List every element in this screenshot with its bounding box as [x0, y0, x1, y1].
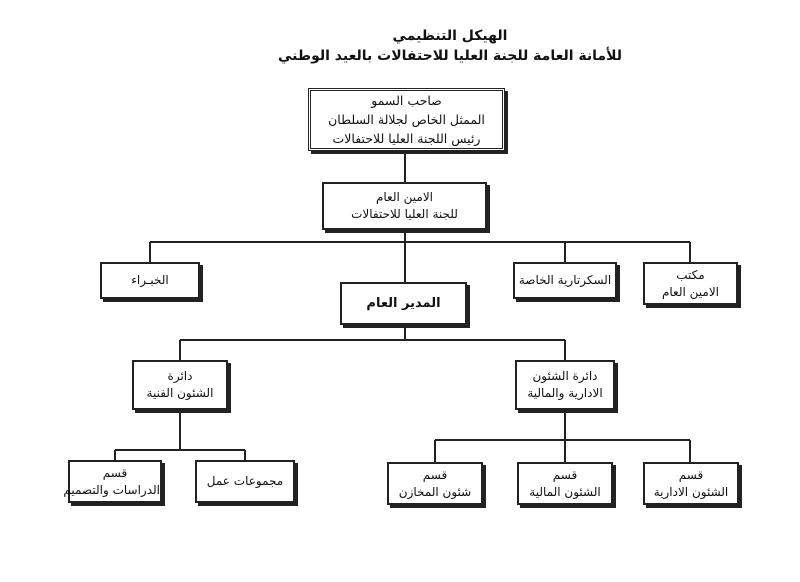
- node-technical-affairs-line2: الشئون الفنية: [146, 386, 214, 400]
- node-finance-line2: الشئون المالية: [529, 484, 601, 499]
- node-patron-line2: الممثل الخاص لجلالة السلطان: [328, 112, 485, 127]
- node-admin-finance-line2: الادارية والمالية: [527, 386, 603, 400]
- node-administrative-line2: الشئون الادارية: [653, 484, 729, 499]
- node-technical-affairs: دائرة الشئون الفنية: [132, 360, 228, 410]
- node-private-secretariat: السكرتارية الخاصة: [513, 262, 617, 299]
- node-experts-line1: الخبـراء: [131, 273, 169, 287]
- node-admin-finance: دائرة الشئون الادارية والمالية: [515, 360, 615, 410]
- chart-subtitle: للأمانة العامة للجنة العليا للاحتفالات ب…: [278, 48, 622, 64]
- node-finance-line1: قسم: [552, 467, 578, 482]
- node-studies-design-line2: الدراسات والتصميم: [63, 482, 160, 497]
- node-admin-finance-line1: دائرة الشئون: [532, 369, 598, 383]
- node-finance: قسم الشئون المالية: [517, 462, 613, 505]
- node-administrative: قسم الشئون الادارية: [643, 462, 739, 505]
- node-stores-line1: قسم: [422, 467, 448, 482]
- node-studies-design: قسم الدراسات والتصميم: [63, 460, 162, 503]
- node-sg-office-line2: الامين العام: [661, 284, 720, 299]
- node-patron: صاحب السمو الممثل الخاص لجلالة السلطان ر…: [308, 88, 505, 151]
- node-administrative-line1: قسم: [678, 467, 704, 482]
- node-studies-design-line1: قسم: [102, 465, 128, 480]
- node-stores: قسم شئون المخازن: [387, 462, 483, 505]
- node-director-general-line1: المدير العام: [366, 296, 441, 311]
- node-secretary-general: الامين العام للجنة العليا للاحتفالات: [322, 182, 487, 230]
- node-sg-office-line1: مكتب: [676, 267, 705, 282]
- chart-title: الهيكل التنظيمي: [392, 28, 508, 44]
- node-sg-office: مكتب الامين العام: [643, 262, 738, 305]
- node-stores-line2: شئون المخازن: [398, 484, 472, 499]
- node-work-groups: مجموعات عمل: [195, 460, 295, 503]
- node-technical-affairs-line1: دائرة: [167, 369, 193, 383]
- node-experts: الخبـراء: [100, 262, 200, 299]
- node-secretary-general-line2: للجنة العليا للاحتفالات: [351, 207, 458, 221]
- node-secretary-general-line1: الامين العام: [375, 190, 434, 204]
- node-private-secretariat-line1: السكرتارية الخاصة: [518, 273, 612, 287]
- node-work-groups-line1: مجموعات عمل: [206, 474, 284, 488]
- node-patron-line1: صاحب السمو: [371, 93, 442, 108]
- node-patron-line3: رئيس اللجنة العليا للاحتفالات: [332, 131, 481, 146]
- node-director-general: المدير العام: [340, 282, 467, 325]
